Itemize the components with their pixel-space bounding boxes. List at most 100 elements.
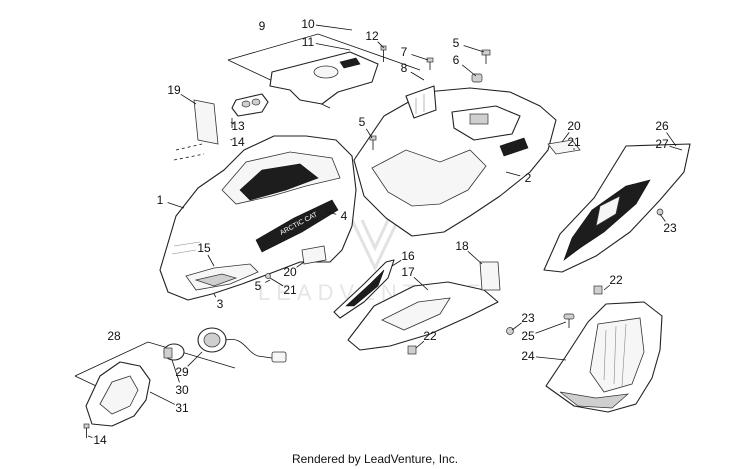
callout-label: 6 (453, 53, 460, 67)
callout-leader (87, 435, 93, 438)
callout-leader (603, 284, 611, 291)
callout-leader (666, 132, 677, 147)
callout-15: 15 (197, 241, 215, 267)
callout-label: 17 (401, 265, 415, 279)
callout-leader (413, 277, 429, 291)
seat-panel (269, 51, 379, 105)
callout-label: 5 (359, 115, 366, 129)
callout-label: 19 (167, 83, 181, 97)
callout-leader (391, 259, 402, 267)
callout-label: 14 (93, 433, 107, 447)
decal-plate (193, 99, 219, 145)
callout-leader (415, 340, 425, 349)
callout-3: 3 (213, 293, 224, 311)
callout-label: 21 (283, 283, 297, 297)
callout-10: 10 (301, 17, 353, 31)
callout-label: 26 (655, 119, 669, 133)
callout-label: 29 (175, 365, 189, 379)
bolt-5-center (369, 135, 377, 150)
callout-leader (264, 279, 271, 283)
callout-8: 8 (401, 61, 425, 81)
callout-6: 6 (453, 53, 477, 77)
callout-leader (213, 293, 217, 298)
headlight-lens (85, 361, 151, 427)
switch-housing (231, 93, 269, 128)
callout-leader (511, 322, 522, 331)
callout-leader (461, 64, 477, 77)
footwell-guard (347, 281, 499, 351)
callout-14: 14 (87, 433, 107, 447)
callout-label: 3 (217, 297, 224, 311)
front-fender: ARCTIC CAT (159, 135, 357, 301)
callout-leader (410, 71, 425, 81)
bracket-under-hood (265, 245, 327, 279)
callout-label: 24 (521, 349, 535, 363)
callout-leader (167, 202, 185, 209)
callout-leader (230, 122, 235, 125)
callout-label: 21 (567, 135, 581, 149)
callout-23: 23 (511, 311, 535, 331)
callout-26: 26 (655, 119, 677, 147)
callout-29: 29 (175, 351, 203, 379)
callout-label: 31 (175, 401, 189, 415)
callout-label: 16 (401, 249, 415, 263)
bolt-5-top (471, 49, 491, 83)
callout-label: 5 (453, 36, 460, 50)
callout-leader (467, 251, 483, 265)
callout-20: 20 (561, 119, 581, 143)
callout-label: 11 (302, 35, 315, 49)
callout-leader (325, 211, 337, 215)
callout-30: 30 (171, 359, 189, 397)
callout-leader (505, 171, 521, 177)
callout-5: 5 (255, 279, 271, 293)
callout-12: 12 (365, 29, 385, 49)
callout-label: 25 (521, 329, 535, 343)
callout-24: 24 (521, 349, 567, 363)
storage-bin (545, 301, 663, 413)
callout-28: 28 (107, 329, 121, 343)
callout-7: 7 (401, 45, 429, 61)
callout-label: 14 (231, 135, 245, 149)
dashed-lines (173, 143, 205, 161)
callout-21: 21 (567, 135, 581, 150)
bulb-socket (163, 343, 185, 361)
callout-5: 5 (359, 115, 373, 139)
clip-22-lower (407, 345, 417, 355)
callout-leader (365, 128, 373, 139)
callout-leader (561, 132, 570, 143)
fasteners-lower-right (506, 313, 575, 335)
callout-leader (315, 43, 351, 51)
callout-2: 2 (505, 171, 532, 185)
plate-18 (479, 261, 501, 291)
callout-label: 22 (423, 329, 437, 343)
callout-19: 19 (167, 83, 197, 105)
callout-25: 25 (521, 321, 567, 343)
callout-label: 12 (365, 29, 379, 43)
screw-14-lower (83, 423, 90, 438)
callout-label: 9 (259, 19, 266, 33)
clip-22-side (593, 285, 603, 295)
callout-11: 11 (302, 35, 351, 51)
side-panel (543, 143, 691, 273)
callout-leader (180, 93, 197, 105)
callout-label: 4 (341, 209, 348, 223)
callout-label: 18 (455, 239, 469, 253)
callout-16: 16 (391, 249, 415, 267)
callout-leader (315, 24, 353, 31)
callout-leader (187, 351, 203, 367)
callout-27: 27 (655, 137, 683, 151)
bolt-23-side (656, 208, 664, 216)
callout-1: 1 (157, 193, 185, 209)
callout-leader (230, 139, 233, 141)
callout-leader (377, 41, 385, 49)
callout-14: 14 (230, 135, 245, 149)
callout-leader (535, 321, 567, 334)
callout-label: 13 (231, 119, 245, 133)
callout-leader (296, 261, 305, 268)
bolt-12 (380, 45, 387, 62)
callout-leader (207, 254, 215, 267)
callout-label: 22 (609, 273, 623, 287)
callout-label: 23 (663, 221, 677, 235)
